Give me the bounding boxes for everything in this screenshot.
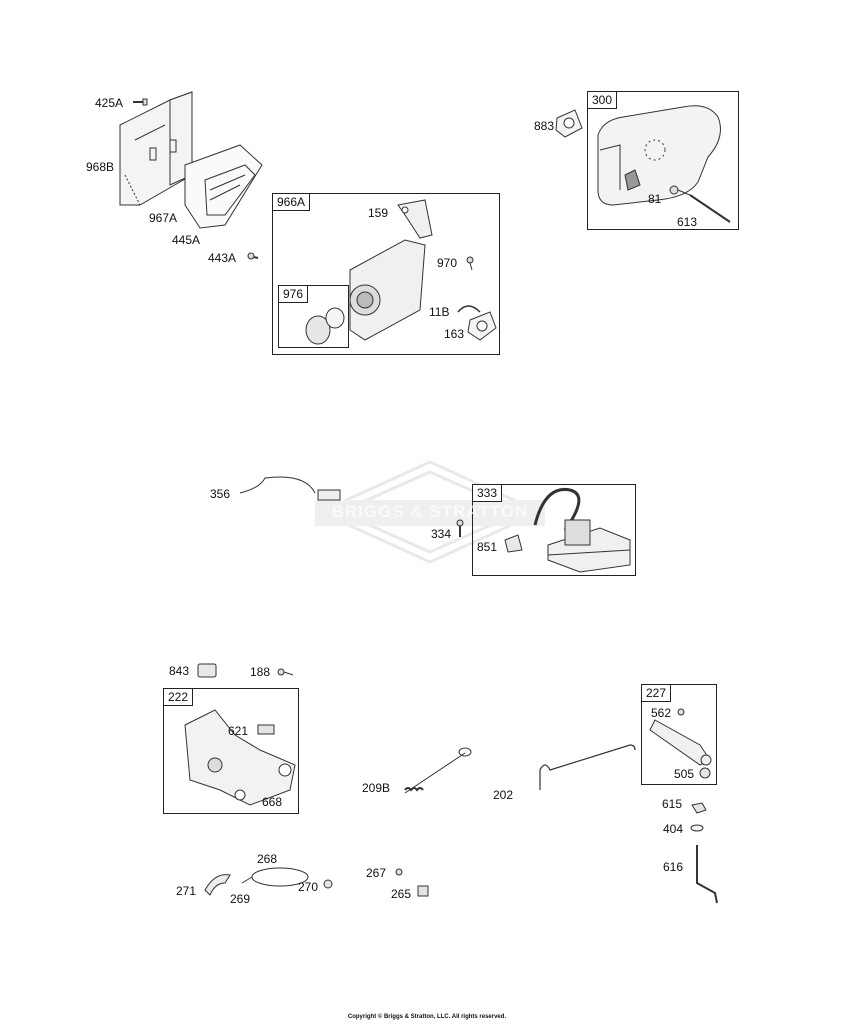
- part-label-621: 621: [228, 724, 249, 738]
- washer-81-drawing: [669, 185, 691, 196]
- screw-188-drawing: [277, 668, 294, 676]
- group-box-966A: 966A: [272, 193, 500, 355]
- rod-616-drawing: [696, 845, 718, 904]
- part-label-159: 159: [368, 206, 389, 220]
- part-label-883: 883: [534, 119, 555, 133]
- part-label-334: 334: [431, 527, 452, 541]
- part-label-268: 268: [257, 852, 278, 866]
- washer-404-drawing: [690, 824, 704, 832]
- part-label-265: 265: [391, 887, 412, 901]
- part-label-269: 269: [230, 892, 251, 906]
- part-label-270: 270: [298, 880, 319, 894]
- group-tag-222: 222: [163, 688, 194, 706]
- part-label-271: 271: [176, 884, 197, 898]
- part-label-616: 616: [663, 860, 684, 874]
- ground-wire-356-drawing: [239, 476, 341, 501]
- gasket-883-drawing: [555, 109, 583, 138]
- gasket-163-drawing: [467, 311, 497, 341]
- part-label-267: 267: [366, 866, 387, 880]
- clip-265-drawing: [417, 885, 429, 897]
- part-label-11B: 11B: [429, 305, 450, 319]
- control-bracket-drawing: [184, 709, 296, 806]
- group-box-222: 222: [163, 688, 299, 814]
- group-tag-966A: 966A: [272, 193, 311, 211]
- bolt-613-drawing: [689, 194, 731, 223]
- part-label-425A: 425A: [95, 96, 124, 110]
- part-label-970: 970: [437, 256, 458, 270]
- group-box-227: 227: [641, 684, 717, 785]
- part-label-202: 202: [493, 788, 514, 802]
- part-label-404: 404: [663, 822, 684, 836]
- part-label-81: 81: [648, 192, 662, 206]
- nut-270-drawing: [323, 879, 333, 889]
- control-lever-227-drawing: [649, 719, 712, 766]
- group-box-300: 300: [587, 91, 739, 230]
- group-tag-300: 300: [587, 91, 618, 109]
- part-label-209B: 209B: [362, 781, 391, 795]
- group-tag-227: 227: [641, 684, 672, 702]
- part-label-505: 505: [674, 767, 695, 781]
- group-box-976: 976: [278, 285, 349, 348]
- air-filter-cover-drawing: [119, 91, 193, 206]
- part-label-615: 615: [662, 797, 683, 811]
- screw-267-drawing: [395, 868, 403, 876]
- part-label-562: 562: [651, 706, 672, 720]
- clip-851-drawing: [504, 534, 523, 553]
- part-label-967A: 967A: [149, 211, 178, 225]
- spring-209B-drawing: [404, 747, 472, 794]
- elbow-976-drawing: [305, 307, 345, 345]
- throttle-cable-drawing: [241, 867, 309, 887]
- part-label-163: 163: [444, 327, 465, 341]
- lever-271-drawing: [204, 874, 231, 896]
- screw-334-drawing: [456, 519, 464, 537]
- part-label-445A: 445A: [172, 233, 201, 247]
- part-label-968B: 968B: [86, 160, 115, 174]
- armature-333-drawing: [533, 487, 631, 573]
- watermark-text: BRIGGS & STRATTON: [331, 502, 529, 521]
- air-cleaner-base-drawing: [349, 199, 433, 341]
- block-843-drawing: [197, 663, 217, 678]
- group-tag-333: 333: [472, 484, 503, 502]
- screw-443A-drawing: [247, 252, 259, 260]
- muffler-drawing: [597, 105, 721, 206]
- screw-425A-drawing: [133, 98, 148, 106]
- part-label-843: 843: [169, 664, 190, 678]
- part-label-356: 356: [210, 487, 231, 501]
- clip-621-drawing: [257, 724, 275, 735]
- nut-615-drawing: [691, 802, 707, 814]
- part-label-613: 613: [677, 215, 698, 229]
- copyright-notice: Copyright © Briggs & Stratton, LLC. All …: [347, 1014, 507, 1020]
- screw-970-drawing: [466, 256, 474, 271]
- nut-505-drawing: [699, 767, 711, 779]
- clamp-11B-drawing: [457, 305, 481, 313]
- air-filter-element-drawing: [184, 144, 263, 229]
- part-label-443A: 443A: [208, 251, 237, 265]
- screw-562-drawing: [677, 708, 685, 716]
- part-label-851: 851: [477, 540, 498, 554]
- group-box-333: 333: [472, 484, 636, 576]
- part-label-188: 188: [250, 665, 271, 679]
- group-tag-976: 976: [278, 285, 309, 303]
- part-label-668: 668: [262, 795, 283, 809]
- governor-link-202-drawing: [539, 744, 636, 790]
